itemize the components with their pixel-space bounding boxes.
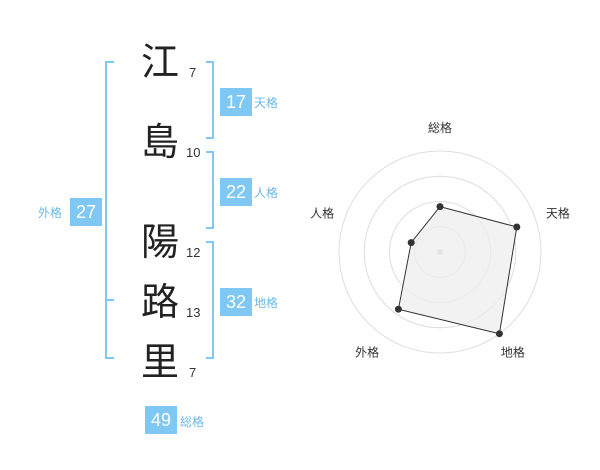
radar-point-4: [394, 305, 402, 313]
radar-axis-label-4: 外格: [355, 344, 379, 359]
gaikaku-bracket: [105, 61, 114, 359]
stroke-count-1: 7: [189, 65, 197, 80]
name-char-5: 里: [140, 340, 179, 384]
name-char-1: 江: [140, 40, 179, 84]
stroke-count-2: 10: [186, 145, 201, 160]
jinkaku-badge: 22: [220, 178, 252, 206]
radar-point-1: [436, 203, 444, 211]
tenkaku-badge: 17: [220, 88, 252, 116]
chikaku-bracket: [206, 241, 214, 359]
chikaku-label: 地格: [254, 296, 279, 310]
soukaku-label: 総格: [180, 415, 205, 429]
tenkaku-label: 天格: [254, 96, 279, 110]
jinkaku-bracket: [206, 151, 214, 229]
radar-ring-3: [363, 175, 517, 329]
jinkaku-label: 人格: [254, 186, 279, 200]
chikaku-badge: 32: [220, 288, 252, 316]
radar-axis-label-1: 総格: [428, 120, 452, 135]
name-char-4: 路: [140, 280, 179, 324]
radar-axis-label-5: 人格: [310, 206, 334, 221]
stroke-count-4: 13: [186, 305, 201, 320]
radar-axis-label-3: 地格: [501, 344, 525, 359]
radar-point-2: [513, 223, 521, 231]
radar-ring-4: [338, 150, 542, 354]
stroke-count-3: 12: [186, 245, 201, 260]
name-char-3: 陽: [140, 220, 179, 264]
name-char-2: 島: [140, 120, 179, 164]
tenkaku-bracket: [206, 61, 214, 139]
radar-polygon: [397, 206, 518, 335]
soukaku-badge: 49: [145, 406, 177, 434]
radar-point-3: [495, 330, 503, 338]
stroke-count-5: 7: [189, 365, 197, 380]
gaikaku-label: 外格: [38, 206, 63, 220]
gaikaku-badge: 27: [70, 198, 102, 226]
radar-axis-label-2: 天格: [546, 206, 570, 221]
radar-point-5: [407, 239, 415, 247]
